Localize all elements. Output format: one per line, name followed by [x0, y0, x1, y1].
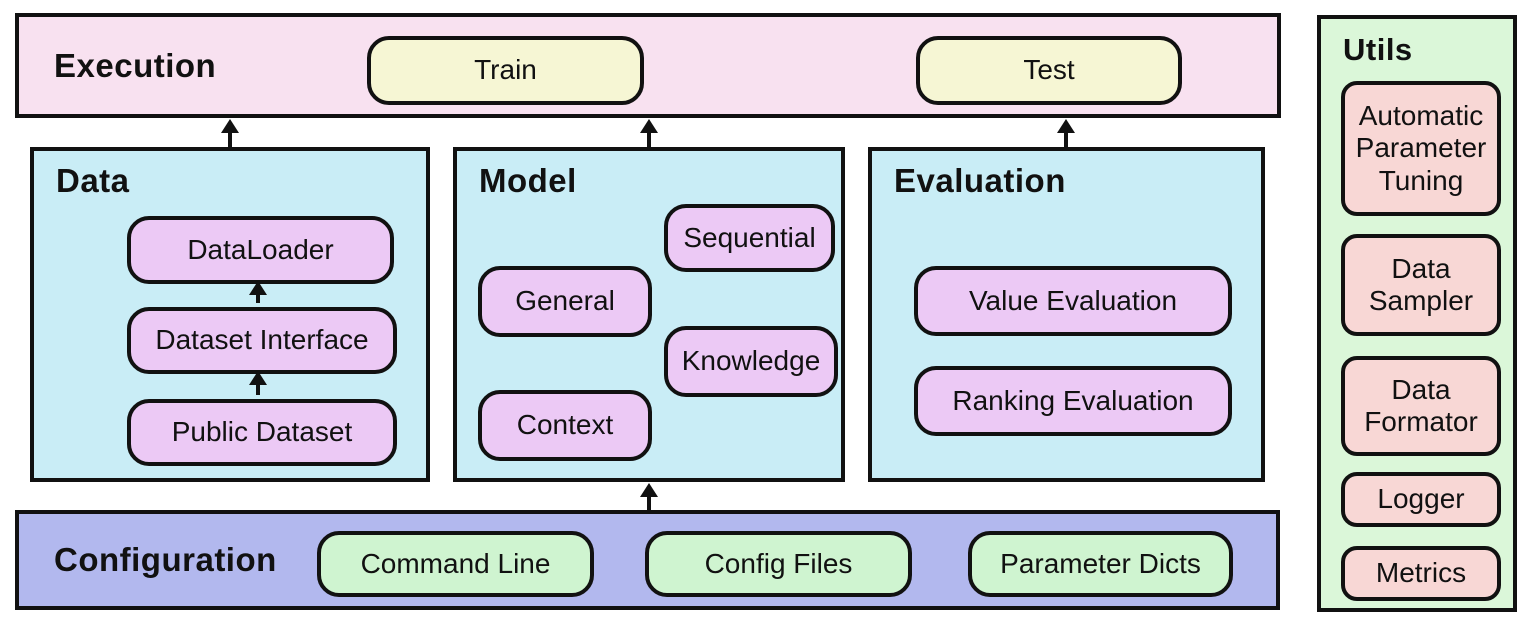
- model-title: Model: [479, 162, 577, 199]
- data-title: Data: [56, 162, 130, 199]
- utils-panel: Utils Automatic Parameter Tuning Data Sa…: [1317, 15, 1517, 612]
- execution-panel: Execution Train Test: [15, 13, 1281, 118]
- data-panel: Data DataLoader Dataset Interface Public…: [30, 147, 430, 482]
- execution-title: Execution: [54, 46, 217, 84]
- metrics-node: Metrics: [1341, 546, 1501, 601]
- arrow-model-to-execution: [640, 119, 658, 147]
- arrow-evaluation-to-execution: [1057, 119, 1075, 147]
- general-model-node: General: [478, 266, 652, 337]
- evaluation-title: Evaluation: [894, 162, 1066, 199]
- context-model-node: Context: [478, 390, 652, 461]
- command-line-node: Command Line: [317, 531, 594, 597]
- parameter-dicts-node: Parameter Dicts: [968, 531, 1233, 597]
- knowledge-model-node: Knowledge: [664, 326, 838, 397]
- evaluation-panel: Evaluation Value Evaluation Ranking Eval…: [868, 147, 1265, 482]
- arrow-configuration-to-model: [640, 483, 658, 510]
- data-sampler-node: Data Sampler: [1341, 234, 1501, 336]
- ranking-evaluation-node: Ranking Evaluation: [914, 366, 1232, 436]
- model-panel: Model Sequential General Knowledge Conte…: [453, 147, 845, 482]
- dataset-interface-node: Dataset Interface: [127, 307, 397, 374]
- value-evaluation-node: Value Evaluation: [914, 266, 1232, 336]
- public-dataset-node: Public Dataset: [127, 399, 397, 466]
- data-formator-node: Data Formator: [1341, 356, 1501, 456]
- configuration-panel: Configuration Command Line Config Files …: [15, 510, 1280, 610]
- arrow-public-dataset-to-dataset-interface: [249, 371, 267, 395]
- config-files-node: Config Files: [645, 531, 912, 597]
- logger-node: Logger: [1341, 472, 1501, 527]
- arrow-data-to-execution: [221, 119, 239, 147]
- test-node: Test: [916, 36, 1182, 105]
- automatic-parameter-tuning-node: Automatic Parameter Tuning: [1341, 81, 1501, 216]
- sequential-model-node: Sequential: [664, 204, 835, 272]
- train-node: Train: [367, 36, 644, 105]
- configuration-title: Configuration: [54, 541, 277, 578]
- utils-title: Utils: [1343, 32, 1413, 67]
- arrow-dataset-interface-to-dataloader: [249, 281, 267, 303]
- dataloader-node: DataLoader: [127, 216, 394, 284]
